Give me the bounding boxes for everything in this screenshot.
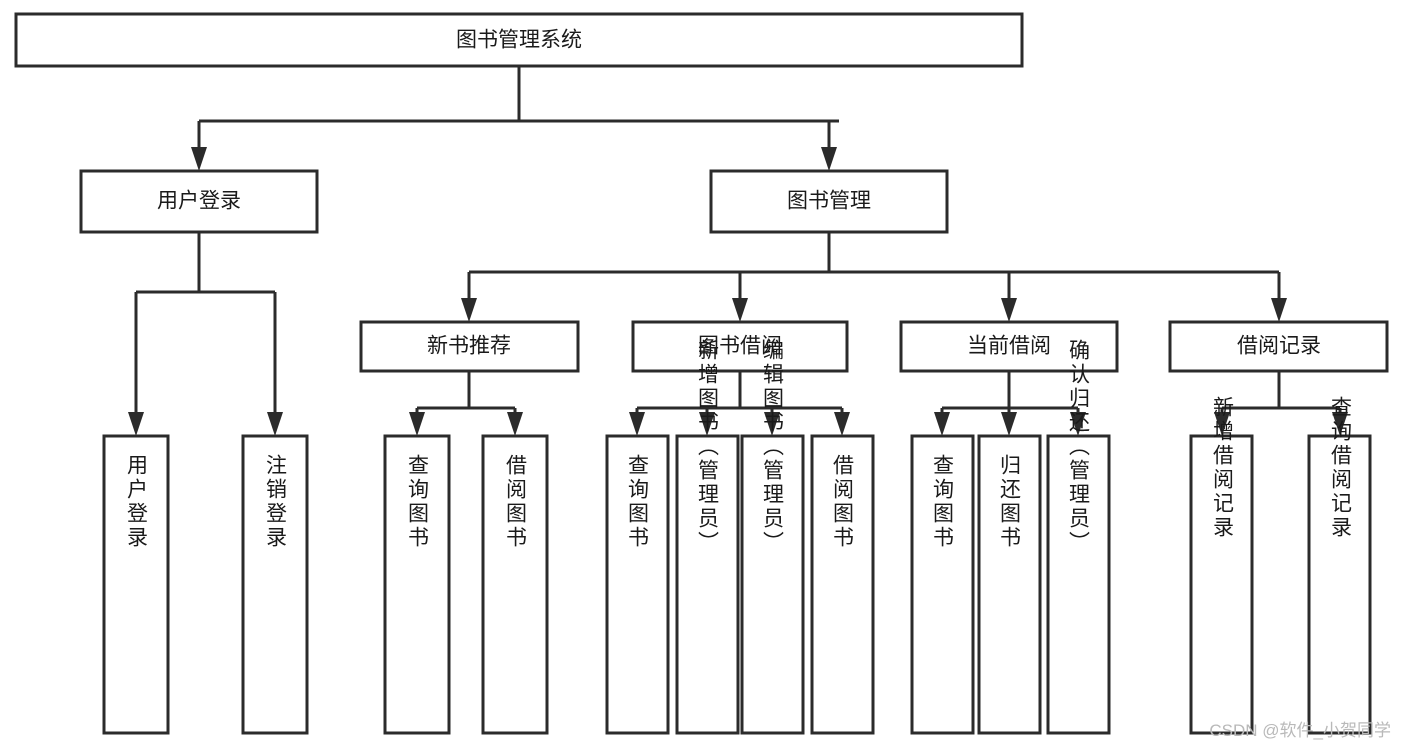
leaf-user-login-1[interactable]: 注销登录 [241,434,309,735]
node-book-management[interactable]: 图书管理 [709,169,949,234]
leaf-book-borrow-2[interactable]: 编辑图书（管理员） [740,339,805,735]
leaf-current-borrow-0-label: 查询图书 [931,454,955,550]
connector-borrow-to-leaves [629,371,850,436]
leaf-user-login-0[interactable]: 用户登录 [102,434,170,735]
leaf-borrow-record-1[interactable]: 查询借阅记录 [1307,396,1372,735]
node-current-borrow[interactable]: 当前借阅 [899,320,1119,373]
leaf-current-borrow-2[interactable]: 确认归还（管理员） [1046,339,1111,735]
node-book-management-label: 图书管理 [787,190,871,213]
leaf-borrow-record-0-label: 新增借阅记录 [1211,396,1235,540]
leaf-new-book-0[interactable]: 查询图书 [383,434,451,735]
leaf-book-borrow-0-label: 查询图书 [626,454,650,550]
connector-record-to-leaves [1214,371,1348,436]
leaf-user-login-0-label: 用户登录 [125,454,149,550]
connector-newbook-to-leaves [409,371,523,436]
node-new-book-recommend-label: 新书推荐 [427,335,511,358]
leaf-book-borrow-2-label: 编辑图书（管理员） [761,339,785,555]
leaf-borrow-record-1-label: 查询借阅记录 [1329,396,1353,540]
leaf-current-borrow-2-label: 确认归还（管理员） [1067,339,1091,555]
leaf-book-borrow-0[interactable]: 查询图书 [605,434,670,735]
leaf-current-borrow-0[interactable]: 查询图书 [910,434,975,735]
connector-bookmgmt-to-level3 [461,232,1287,322]
leaf-new-book-1-label: 借阅图书 [504,454,528,550]
leaf-book-borrow-3[interactable]: 借阅图书 [810,434,875,735]
connector-root-to-level2 [191,66,839,171]
leaf-new-book-0-label: 查询图书 [406,454,430,550]
node-current-borrow-label: 当前借阅 [967,335,1051,358]
leaf-new-book-1[interactable]: 借阅图书 [481,434,549,735]
leaf-book-borrow-3-label: 借阅图书 [831,454,855,550]
node-user-login-label: 用户登录 [157,190,241,213]
leaf-borrow-record-0[interactable]: 新增借阅记录 [1189,396,1254,735]
node-book-borrow[interactable]: 图书借阅 [631,320,849,373]
node-user-login[interactable]: 用户登录 [79,169,319,234]
node-borrow-record-label: 借阅记录 [1237,335,1321,358]
connector-userlogin-to-leaves [128,232,283,436]
leaf-book-borrow-1-label: 新增图书（管理员） [696,339,720,555]
node-book-borrow-label: 图书借阅 [698,335,782,358]
node-new-book-recommend[interactable]: 新书推荐 [359,320,580,373]
leaf-user-login-1-label: 注销登录 [264,454,288,550]
node-borrow-record[interactable]: 借阅记录 [1168,320,1389,373]
leaf-book-borrow-1[interactable]: 新增图书（管理员） [675,339,740,735]
connector-current-to-leaves [934,371,1086,436]
leaf-current-borrow-1[interactable]: 归还图书 [977,434,1042,735]
node-root-label: 图书管理系统 [456,29,582,52]
leaf-current-borrow-1-label: 归还图书 [998,454,1022,550]
node-root[interactable]: 图书管理系统 [14,12,1024,68]
